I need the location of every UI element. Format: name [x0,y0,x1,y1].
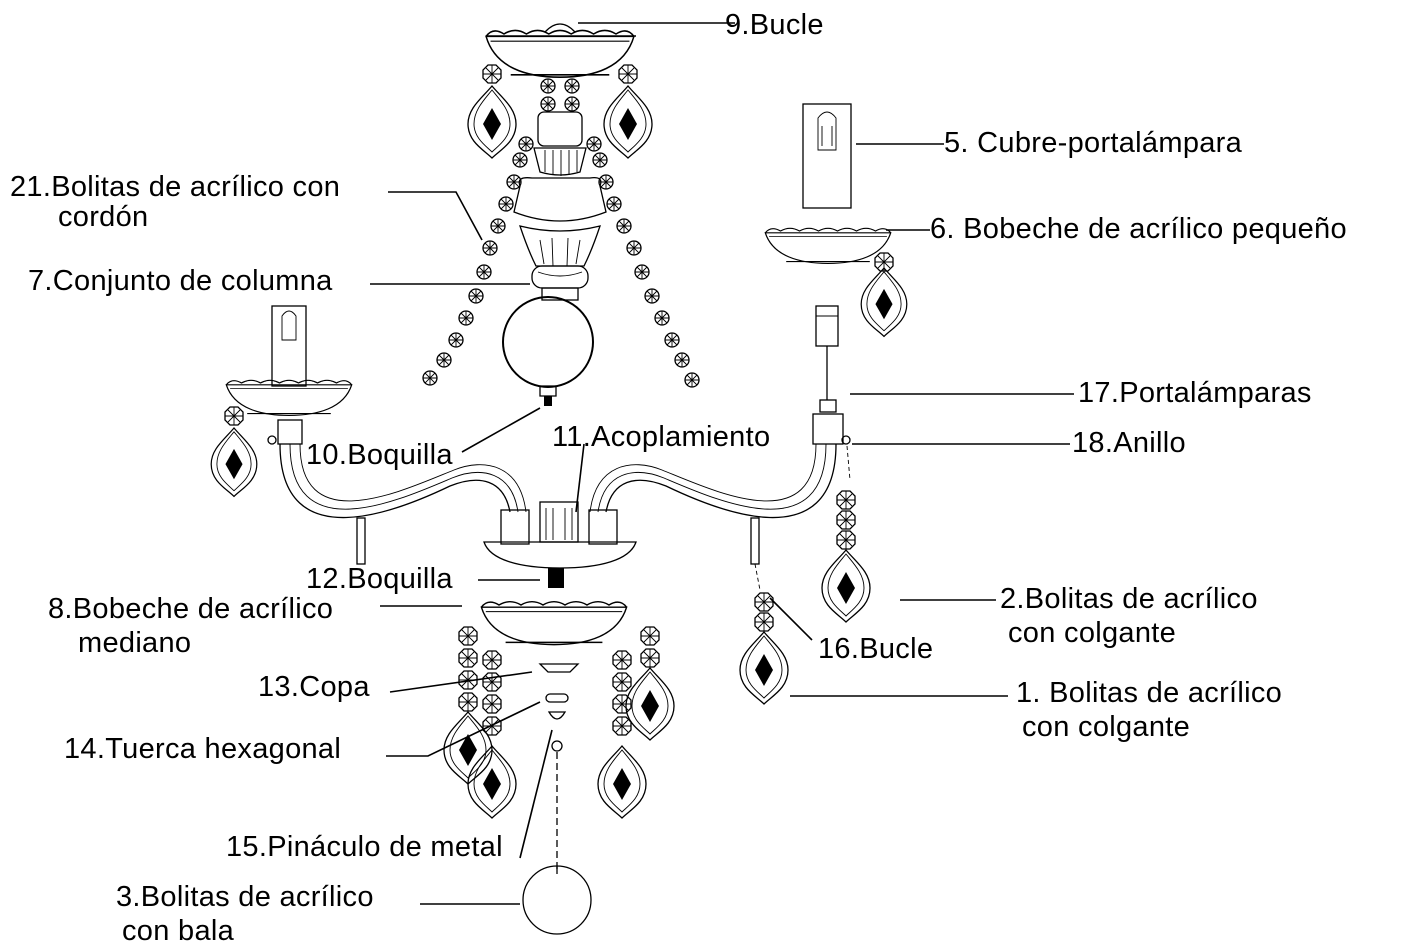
label-bobeche-pequeno-6: 6. Bobeche de acrílico pequeño [930,213,1347,245]
cup-nut-finial [522,663,592,935]
column-assembly [502,111,607,406]
top-loop [544,23,576,33]
label-portalamparas-17: 17.Portalámparas [1078,377,1312,409]
label-anillo-18: 18.Anillo [1072,427,1186,459]
candle-cover-left [271,305,307,387]
leader-lines [370,22,1074,905]
pendant-string-right-arm [821,445,871,623]
label-bolitas-cordon-21-line2: cordón [58,201,148,233]
label-copa-13: 13.Copa [258,671,370,703]
label-bolitas-colgante-1: 1. Bolitas de acrílico [1016,677,1282,709]
arms [279,443,837,588]
lamp-holder-right [812,305,851,445]
label-cubre-portalampara-5: 5. Cubre-portalámpara [944,127,1243,159]
label-bobeche-mediano-8-line2: mediano [78,627,191,659]
label-bobeche-mediano-8: 8.Bobeche de acrílico [48,593,333,625]
label-bucle-9: 9.Bucle [725,9,824,41]
label-bolitas-colgante-2-line2: con colgante [1008,617,1176,649]
label-boquilla-12: 12.Boquilla [306,563,453,595]
small-bobeche-right [764,227,892,265]
label-pinaculo-metal-15: 15.Pináculo de metal [226,831,503,863]
label-boquilla-10: 10.Boquilla [306,439,453,471]
label-bolitas-colgante-2: 2.Bolitas de acrílico [1000,583,1258,615]
label-bucle-16: 16.Bucle [818,633,933,665]
label-bolitas-cordon-21: 21.Bolitas de acrílico con [10,171,340,203]
label-bolitas-bala-3: 3.Bolitas de acrílico [116,881,374,913]
label-bolitas-bala-3-line2: con bala [122,915,235,945]
canopy-assembly [467,23,653,168]
label-bolitas-colgante-1-line2: con colgante [1022,711,1190,743]
label-conjunto-columna-7: 7.Conjunto de columna [28,265,333,297]
label-acoplamiento-11: 11.Acoplamiento [552,421,770,453]
lower-strands [443,626,675,819]
label-tuerca-hexagonal-14: 14.Tuerca hexagonal [64,733,341,765]
candle-cover-right [802,103,852,209]
pendant-string-loop [739,563,789,705]
